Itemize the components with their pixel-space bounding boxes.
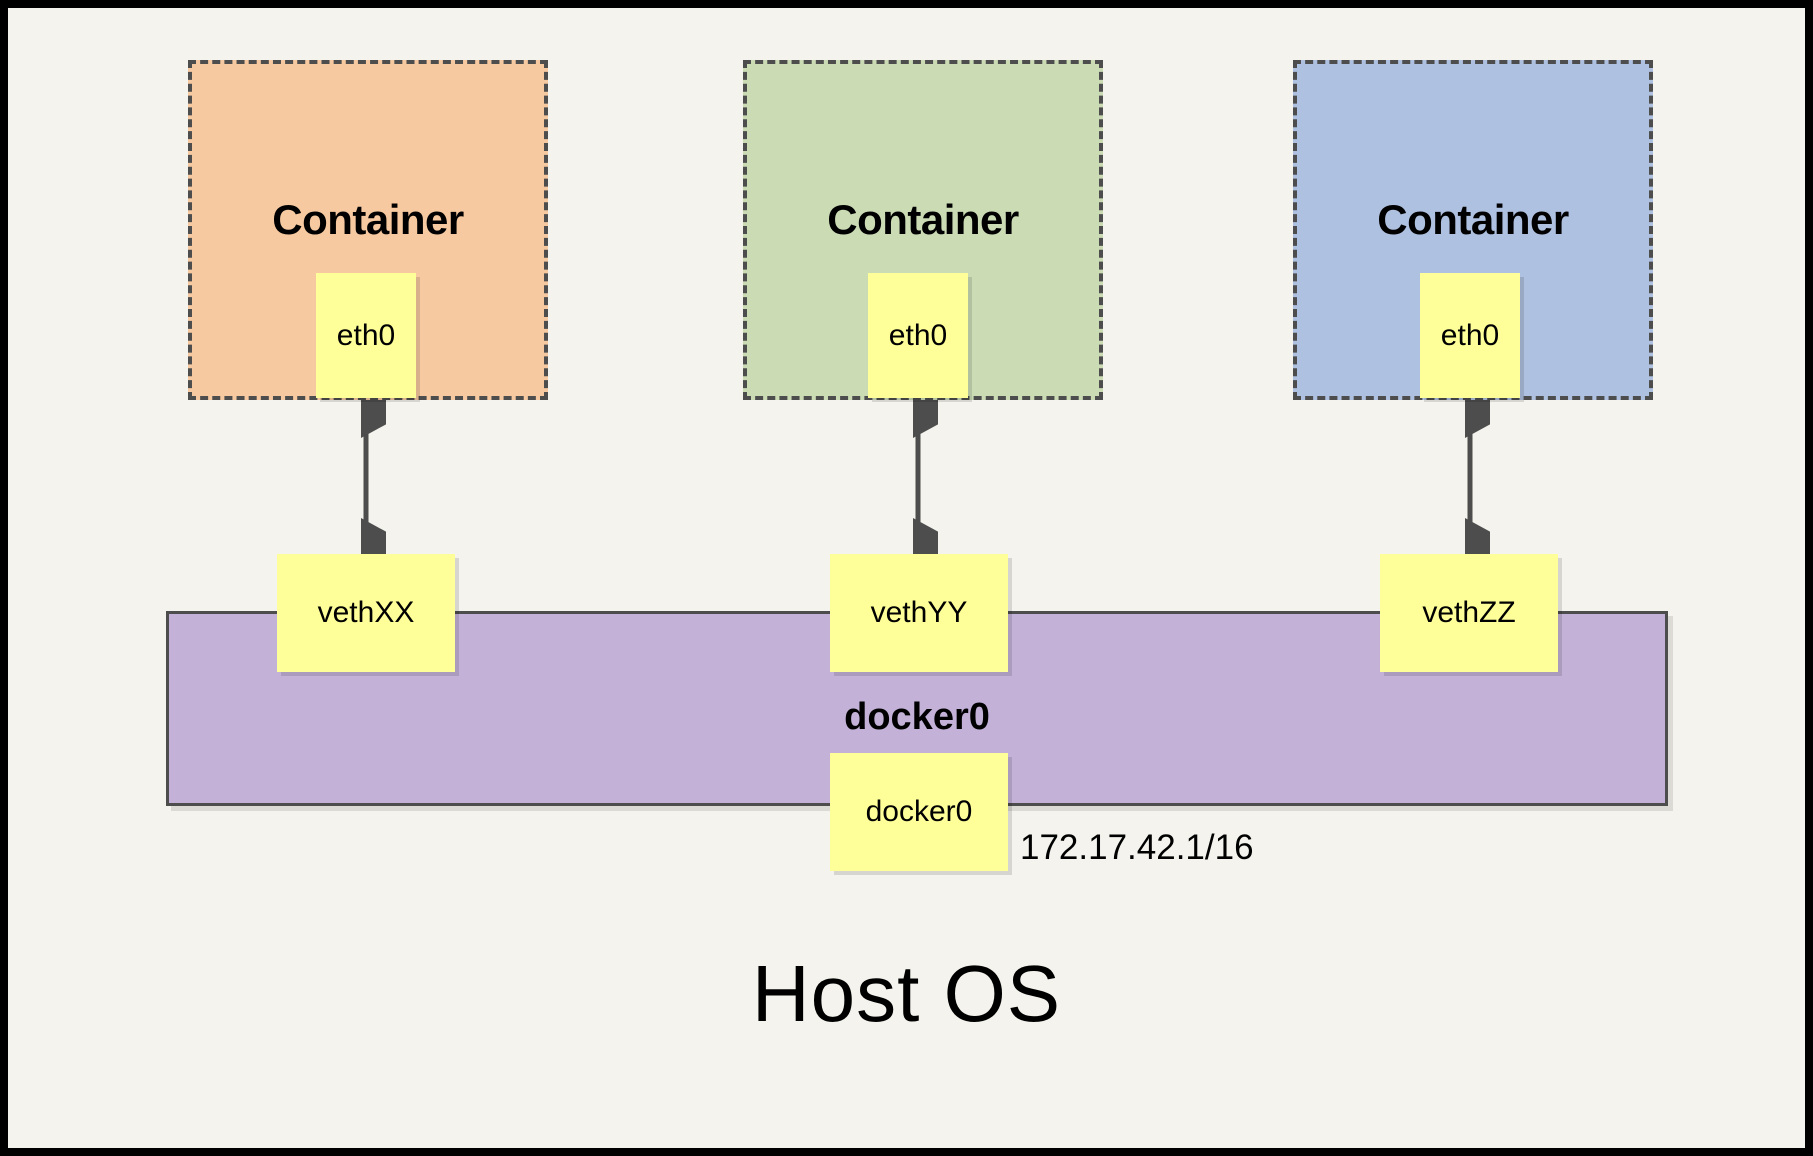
docker0-ip-address: 172.17.42.1/16 — [1020, 828, 1254, 867]
connection-arrow-3 — [1465, 400, 1490, 556]
veth-interface-1: vethXX — [277, 554, 455, 672]
host-os-panel: docker0 Container eth0 Container eth0 Co… — [8, 8, 1805, 1148]
veth-interface-3: vethZZ — [1380, 554, 1558, 672]
eth0-interface-2: eth0 — [868, 273, 968, 398]
container-title-3: Container — [1377, 196, 1569, 243]
veth-interface-2: vethYY — [830, 554, 1008, 672]
connection-arrow-1 — [361, 400, 386, 556]
container-title-1: Container — [272, 196, 464, 243]
docker0-bridge-label: docker0 — [844, 696, 990, 738]
eth0-interface-1: eth0 — [316, 273, 416, 398]
host-os-title: Host OS — [751, 949, 1062, 1038]
eth0-interface-3: eth0 — [1420, 273, 1520, 398]
connection-arrow-2 — [913, 400, 938, 556]
docker0-host-interface: docker0 — [830, 753, 1008, 871]
container-title-2: Container — [827, 196, 1019, 243]
